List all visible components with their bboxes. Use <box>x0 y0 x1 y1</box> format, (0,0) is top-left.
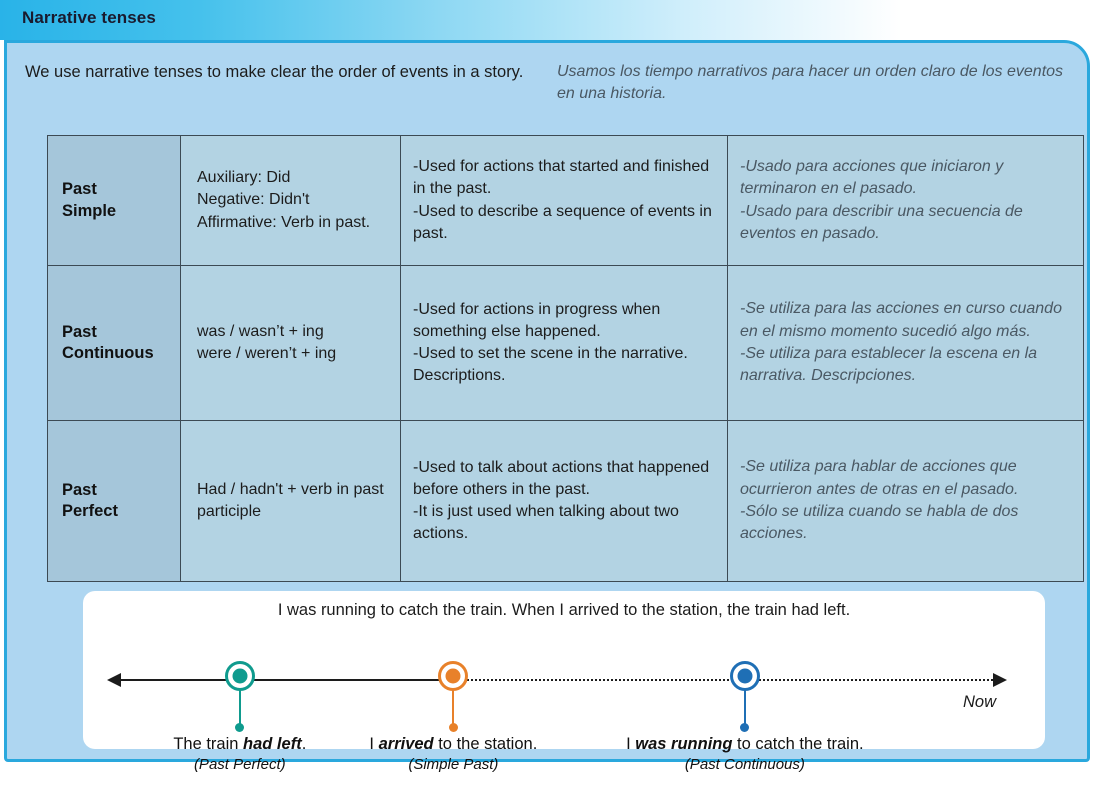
timeline-marker <box>729 661 760 691</box>
timeline-sentence: I was running to catch the train. When I… <box>277 601 851 619</box>
tense-name-line2: Continuous <box>62 344 154 362</box>
timeline-card: I was running to catch the train. When I… <box>83 591 1045 773</box>
arrow-right-icon <box>993 673 1007 687</box>
tense-name-line1: Past <box>62 322 97 341</box>
tense-form-past-continuous: was / wasn’t + ing were / weren’t + ing <box>180 265 401 421</box>
timeline-marker-dot <box>445 668 461 684</box>
intro-text-english: We use narrative tenses to make clear th… <box>25 63 524 81</box>
tense-use-es-past-perfect: -Se utiliza para hablar de acciones que … <box>727 420 1084 582</box>
timeline-event-text: I was running to catch the train. <box>626 735 864 753</box>
timeline-marker <box>224 661 255 691</box>
timeline-event-tense: (Past Continuous) <box>684 756 805 773</box>
axis-solid-segment <box>117 679 454 681</box>
timeline-stem-dot <box>235 723 245 732</box>
timeline-marker-dot <box>232 668 248 684</box>
timeline-event-labels: The train had left.(Past Perfect)I arriv… <box>83 735 1045 795</box>
main-card: We use narrative tenses to make clear th… <box>4 40 1090 773</box>
page-title: Narrative tenses <box>22 8 156 27</box>
timeline-marker-dot <box>737 668 753 684</box>
timeline-marker <box>438 661 469 691</box>
timeline-event-tense: (Simple Past) <box>408 756 499 773</box>
timeline-event-label: I arrived to the station. (Simple Past) <box>303 735 603 773</box>
tense-use-en-past-continuous: -Used for actions in progress when somet… <box>400 265 728 421</box>
arrow-left-icon <box>107 673 121 687</box>
infographic-page: Narrative tenses We use narrative tenses… <box>0 0 1100 773</box>
tense-name-line1: Past <box>62 480 97 499</box>
timeline-event-text: The train had left. <box>173 735 307 753</box>
tense-name-line2: Perfect <box>62 502 118 520</box>
timeline-axis: Now <box>83 661 1045 732</box>
timeline-event-text: I arrived to the station. <box>369 735 538 753</box>
timeline-marker-stem <box>235 690 245 732</box>
tense-form-past-perfect: Had / hadn't + verb in past participle <box>180 420 401 582</box>
timeline-stem-dot <box>448 723 458 732</box>
header-band: Narrative tenses <box>0 0 1100 40</box>
tense-use-es-past-continuous: -Se utiliza para las acciones en curso c… <box>727 265 1084 421</box>
timeline-marker-stem <box>448 690 458 732</box>
intro-row: We use narrative tenses to make clear th… <box>25 61 1071 105</box>
intro-text-spanish: Usamos los tiempo narrativos para hacer … <box>557 63 1064 103</box>
timeline-marker-stem <box>740 690 750 732</box>
now-label: Now <box>963 693 997 711</box>
tense-name-line2: Simple <box>62 201 117 220</box>
tense-use-en-past-simple: -Used for actions that started and finis… <box>400 135 728 266</box>
tense-use-en-past-perfect: -Used to talk about actions that happene… <box>400 420 728 582</box>
axis-dotted-segment <box>452 679 1004 683</box>
timeline-event-label: I was running to catch the train. (Past C… <box>595 735 895 773</box>
tense-use-es-past-simple: -Usado para acciones que iniciaron y ter… <box>727 135 1084 266</box>
tense-form-past-simple: Auxiliary: Did Negative: Didn't Affirmat… <box>180 135 401 266</box>
tense-name-line1: Past <box>62 180 97 199</box>
timeline-stem-dot <box>740 723 750 732</box>
